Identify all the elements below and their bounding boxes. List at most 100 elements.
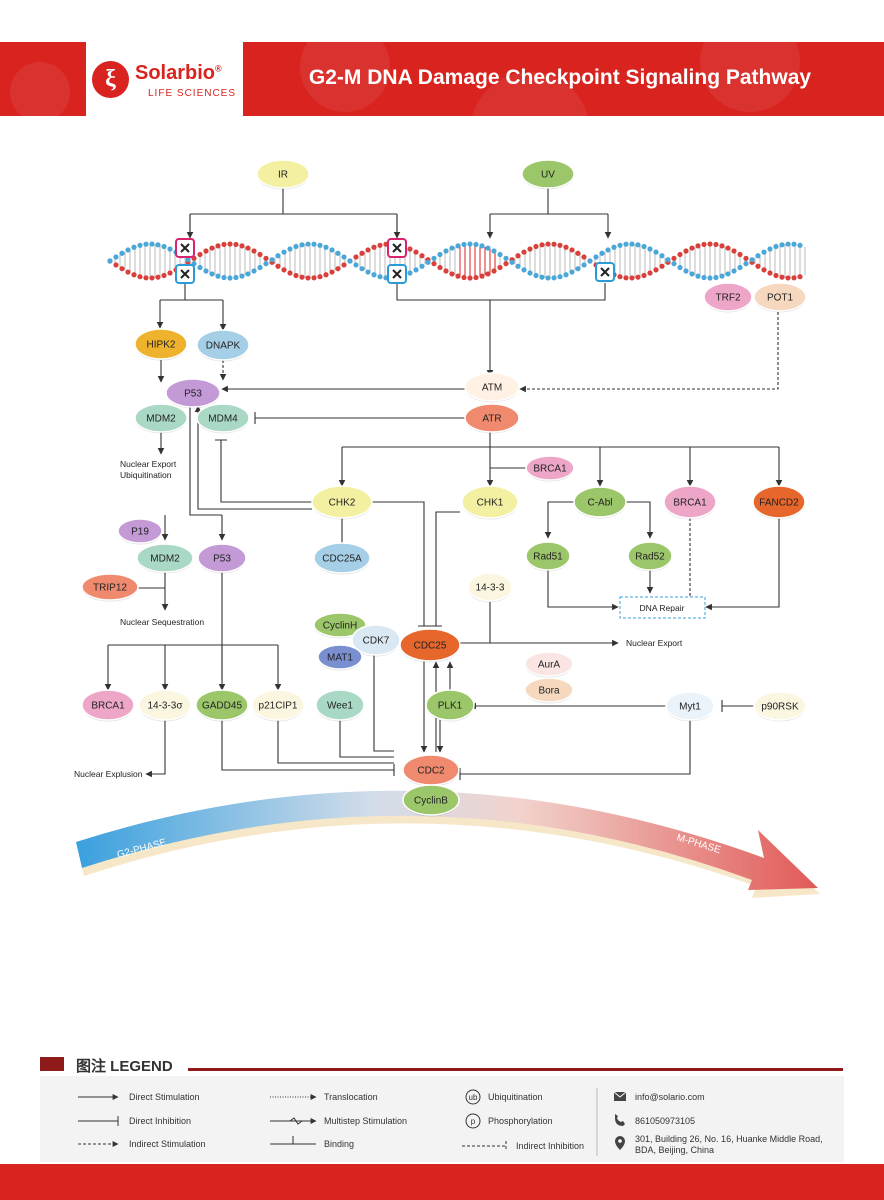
dna-base: [257, 264, 263, 271]
dna-base: [335, 266, 341, 272]
node-cdc25a: CDC25A: [313, 542, 371, 575]
dna-base: [203, 268, 209, 274]
dna-base: [743, 261, 749, 267]
dna-base: [725, 245, 731, 251]
dna-base: [491, 268, 497, 274]
dna-base: [353, 262, 359, 268]
node-shape: [627, 541, 673, 571]
legend-phosphorylation: Phosphorylation: [488, 1116, 553, 1126]
node-label: 14-3-3: [476, 583, 505, 594]
dna-base: [743, 255, 749, 261]
node-brca1_c: BRCA1: [81, 689, 135, 722]
dna-base: [479, 273, 485, 279]
node-label: MDM4: [208, 414, 238, 425]
legend-title: 图注 LEGEND: [76, 1058, 173, 1075]
registered-mark: ®: [215, 63, 222, 74]
dna-base: [119, 266, 125, 272]
dna-base: [791, 275, 797, 281]
node-shape: [134, 328, 188, 360]
dna-base: [503, 255, 509, 261]
dna-base: [617, 242, 623, 248]
dna-base: [203, 248, 209, 254]
p-symbol: p: [471, 1117, 476, 1126]
node-shape: [138, 689, 192, 721]
dna-base: [731, 248, 737, 254]
dna-base: [683, 248, 689, 254]
dna-base: [767, 270, 773, 276]
dna-base: [521, 249, 527, 255]
dna-base: [785, 275, 791, 281]
legend-rule: [188, 1068, 843, 1071]
dna-base: [323, 272, 329, 278]
dna-base: [767, 246, 773, 252]
node-label: C-Abl: [587, 498, 612, 509]
dna-base: [143, 241, 149, 247]
dna-base: [215, 273, 221, 279]
email-icon: [613, 1091, 627, 1101]
node-label: p90RSK: [761, 702, 799, 713]
dna-base: [341, 262, 347, 268]
dna-base: [215, 243, 221, 249]
dna-base: [359, 250, 365, 256]
dna-repair-box: [619, 596, 706, 619]
dna-base: [563, 244, 569, 250]
dna-base: [269, 257, 275, 263]
dna-base: [251, 248, 257, 254]
node-label: PLK1: [438, 701, 463, 712]
dna-base: [575, 266, 581, 272]
node-shape: [524, 677, 574, 703]
legend-direct-inhibition: Direct Inhibition: [129, 1116, 192, 1126]
node-shape: [399, 628, 461, 662]
node-cyclinh: CyclinH: [313, 612, 367, 639]
brand-name: Solarbio: [135, 62, 216, 84]
dna-base: [167, 270, 173, 276]
dna-base: [197, 264, 203, 271]
dna-base: [593, 254, 599, 260]
node-shape: [573, 486, 627, 518]
node-label: 14-3-3σ: [147, 701, 183, 712]
node-label: CyclinH: [323, 621, 357, 632]
dna-base: [653, 249, 659, 255]
node-label: CDK7: [363, 636, 390, 647]
dna-base: [221, 274, 227, 281]
dna-base: [245, 271, 251, 277]
legend-multistep-stimulation: Multistep Stimulation: [324, 1116, 408, 1126]
node-label: Bora: [538, 686, 560, 697]
node-mdm2_top: MDM2: [134, 403, 188, 434]
node-label: BRCA1: [91, 701, 125, 712]
node-atr: ATR: [464, 403, 520, 434]
node-shape: [464, 372, 520, 402]
node-cyclinb: CyclinB: [402, 784, 460, 817]
dna-base: [581, 262, 587, 268]
phosphorylation-icon: [465, 1113, 481, 1129]
dna-base: [545, 241, 551, 247]
dna-base: [149, 275, 155, 281]
node-label: p21CIP1: [259, 701, 298, 712]
dna-base: [485, 271, 491, 277]
phase-arrow: [76, 790, 818, 890]
break-icon: [387, 264, 407, 284]
node-shape: [134, 403, 188, 433]
dna-base: [119, 250, 125, 256]
dna-base: [761, 267, 767, 273]
node-label: ATM: [482, 383, 502, 394]
dna-base: [227, 275, 233, 281]
dna-base: [317, 274, 323, 280]
dna-base: [155, 242, 161, 248]
dna-base: [551, 275, 557, 281]
node-label: CDC2: [417, 766, 445, 777]
node-label: Rad51: [533, 552, 563, 563]
dna-base: [437, 264, 443, 271]
legend-ubiquitination: Ubiquitination: [488, 1092, 543, 1102]
dna-base: [659, 263, 665, 269]
dna-base: [305, 241, 311, 247]
dna-base: [797, 274, 803, 280]
dna-base: [449, 245, 455, 251]
dna-base: [503, 261, 509, 267]
dna-base: [455, 273, 461, 279]
node-label: FANCD2: [759, 498, 799, 509]
dna-base: [287, 246, 293, 252]
dna-base: [305, 275, 311, 281]
